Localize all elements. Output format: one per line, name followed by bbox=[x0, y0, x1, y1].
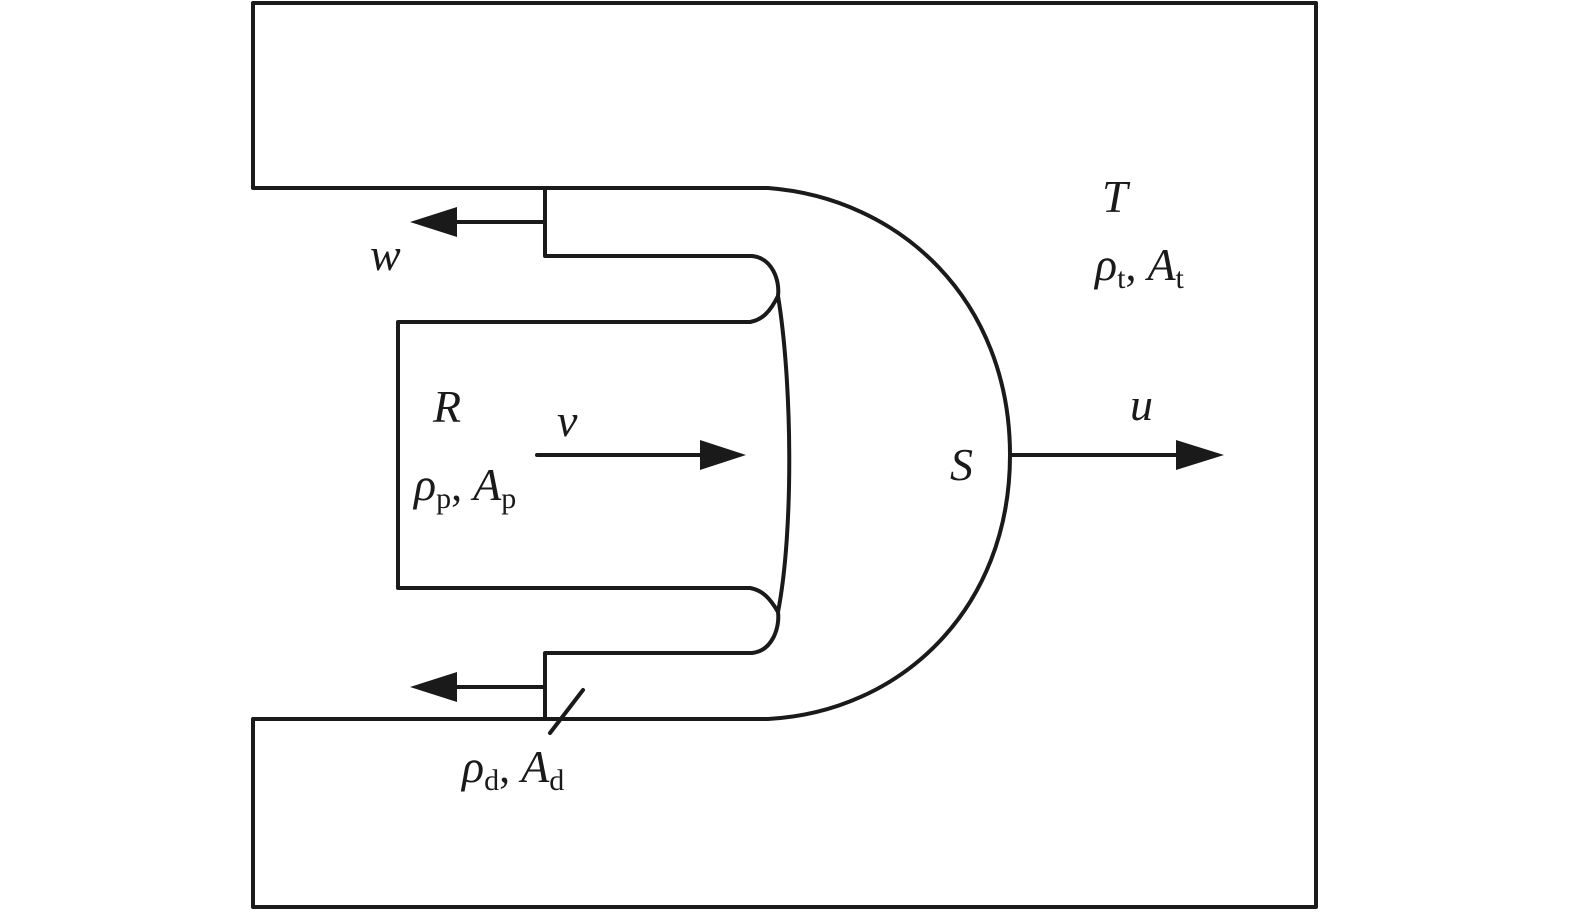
label-target: T bbox=[1102, 171, 1131, 222]
velocity-w-arrow-head-upper bbox=[410, 207, 457, 237]
label-debris-properties: ρd, Ad bbox=[460, 741, 564, 797]
label-rod: R bbox=[432, 381, 461, 432]
debris-leader-line bbox=[548, 688, 585, 735]
label-velocity-v: v bbox=[557, 395, 578, 446]
debris-sleeve-upper bbox=[543, 186, 781, 324]
label-target-properties: ρt, At bbox=[1093, 239, 1185, 295]
rod-nose bbox=[776, 294, 792, 614]
velocity-w-arrow-head-lower bbox=[410, 672, 457, 702]
rod-outline bbox=[396, 320, 752, 590]
label-penetrator-properties: ρp, Ap bbox=[412, 459, 516, 515]
label-interface: S bbox=[950, 439, 973, 490]
target-block-outline bbox=[251, 1, 1318, 909]
label-velocity-w: w bbox=[370, 229, 401, 280]
label-velocity-u: u bbox=[1130, 379, 1153, 430]
debris-sleeve-lower bbox=[543, 586, 781, 721]
velocity-v-arrow-head bbox=[700, 440, 746, 470]
velocity-u-arrow-head bbox=[1176, 440, 1224, 470]
